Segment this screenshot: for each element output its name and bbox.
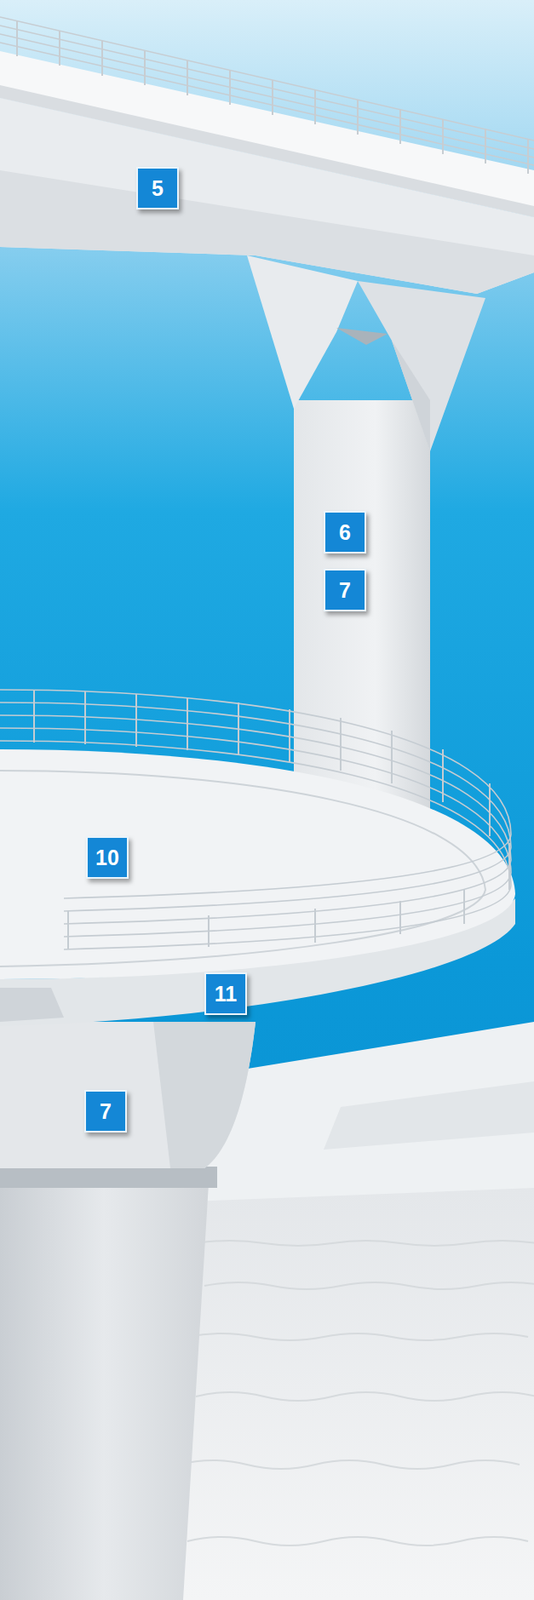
callout-box: 6 [323, 511, 367, 554]
lower-pier [0, 1022, 256, 1600]
shore [323, 1081, 534, 1150]
callout-number: 7 [338, 579, 351, 602]
upper-deck [0, 17, 534, 294]
lower-deck [0, 689, 516, 1027]
callout-number: 5 [151, 178, 164, 200]
callout-number: 11 [214, 983, 237, 1005]
waves [178, 1240, 534, 1546]
callout-number: 10 [95, 847, 120, 869]
callout-number: 7 [99, 1101, 112, 1123]
callout-box: 7 [323, 568, 367, 612]
callout-box: 11 [204, 972, 247, 1016]
callout-box: 5 [136, 166, 179, 210]
callout-box: 7 [84, 1090, 127, 1133]
upper-pier [246, 255, 486, 810]
callout-box: 10 [86, 836, 129, 879]
callout-number: 6 [338, 522, 351, 544]
